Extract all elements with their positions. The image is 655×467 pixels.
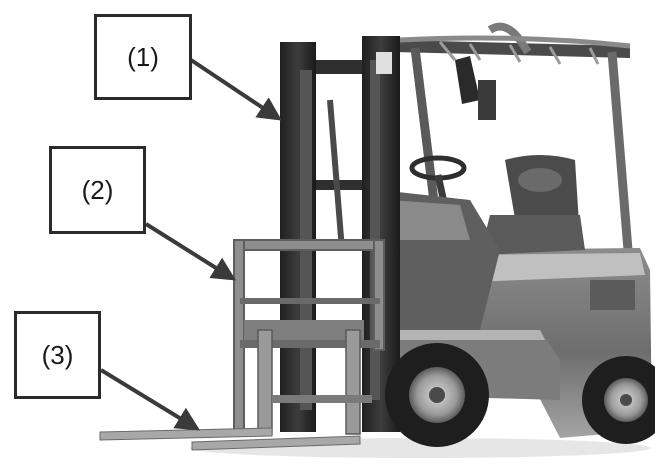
label-box-3: (3) <box>14 311 101 399</box>
label-3-text: (3) <box>41 340 74 370</box>
rear-wheel <box>582 356 655 444</box>
label-box-1: (1) <box>94 14 192 100</box>
arrow-2 <box>144 222 237 281</box>
carriage <box>233 239 385 431</box>
front-body <box>370 56 500 340</box>
label-1-text: (1) <box>127 42 159 72</box>
label-2-text: (2) <box>81 175 114 205</box>
arrow-3 <box>99 368 201 431</box>
forks <box>99 329 372 451</box>
arrow-1 <box>189 58 282 121</box>
label-box-2: (2) <box>49 146 146 234</box>
front-wheel <box>385 343 489 447</box>
mast <box>280 36 400 432</box>
operator-seat <box>480 155 585 255</box>
